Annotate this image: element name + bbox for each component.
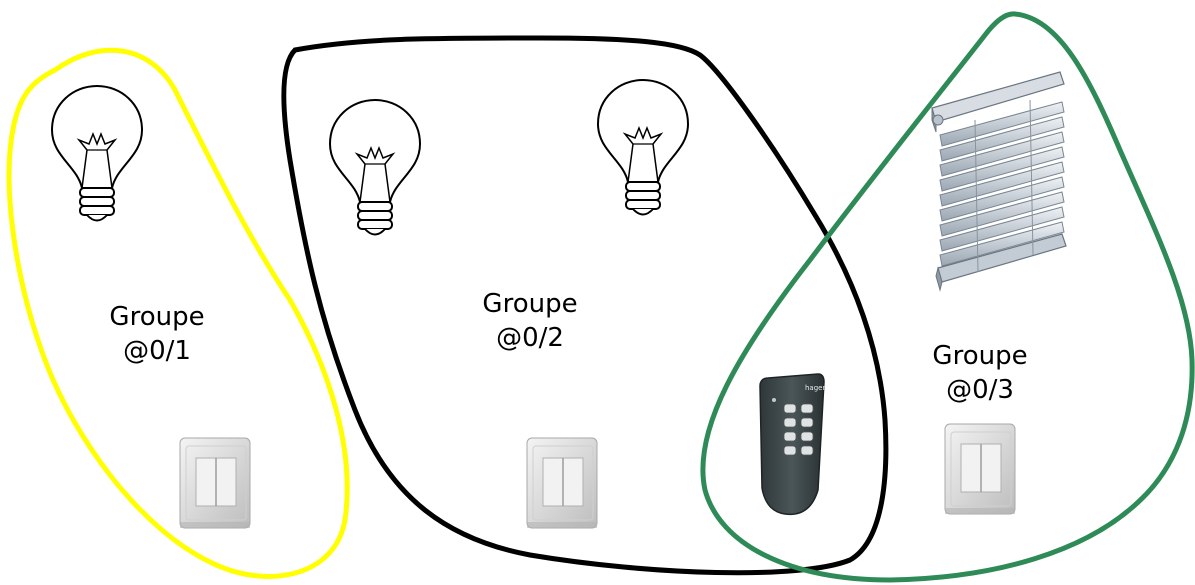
wall-switch-icon[interactable] (944, 423, 1016, 515)
venetian-blind-icon (931, 71, 1067, 292)
wall-switch-icon[interactable] (179, 437, 251, 529)
group-label-0-3: Groupe @0/3 (915, 339, 1045, 407)
group-title: Groupe (482, 289, 578, 319)
group-label-0-2: Groupe @0/2 (465, 287, 595, 355)
group-address: @0/3 (946, 375, 1014, 405)
wall-switch-icon[interactable] (526, 437, 598, 529)
group-address: @0/2 (496, 323, 564, 353)
light-bulb-icon (51, 85, 143, 222)
group-address: @0/1 (123, 336, 191, 366)
group-title: Groupe (109, 302, 205, 332)
remote-brand-label: hager (805, 384, 825, 392)
group-outline-0-2 (281, 35, 889, 576)
group-label-0-1: Groupe @0/1 (92, 300, 222, 368)
group-outline-0-3 (700, 11, 1195, 583)
remote-control-icon[interactable]: hager (759, 373, 825, 516)
light-bulb-icon (597, 79, 689, 216)
group-title: Groupe (932, 341, 1028, 371)
group-outline-0-1 (6, 47, 350, 579)
light-bulb-icon (329, 99, 421, 236)
